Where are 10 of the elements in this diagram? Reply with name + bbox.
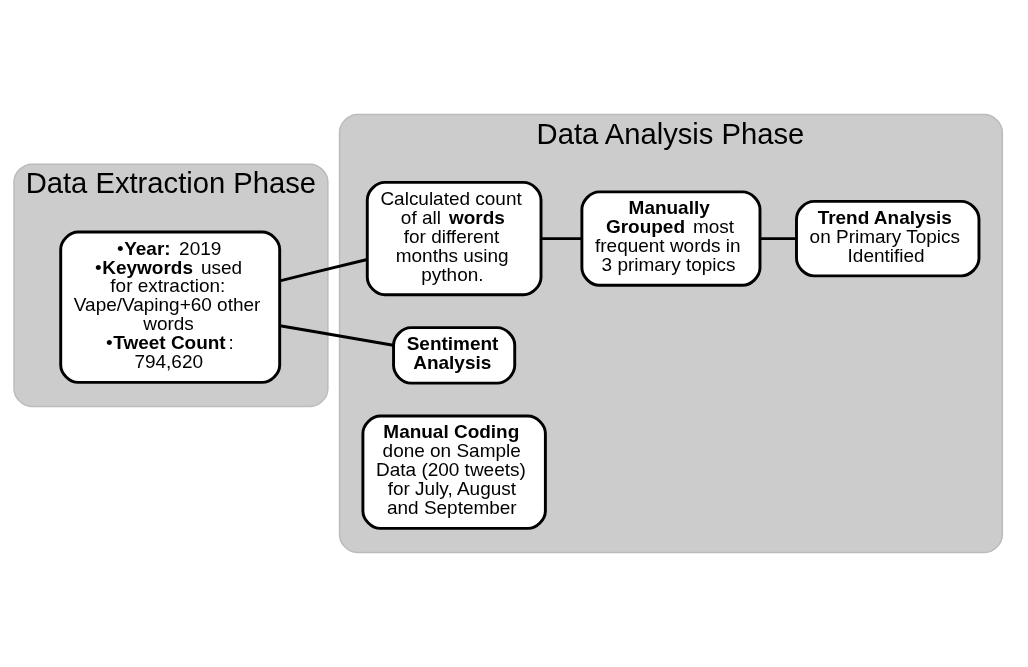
node-box: Sentiment Analysis [392,326,517,385]
connector [541,237,582,241]
connector [279,324,394,347]
connector [760,237,797,241]
node-box: •Year: 2019 •Keywords used for extraction: Vape/Vaping+60 other words •Tweet Count: 794,620 [59,230,282,384]
node-box: Manually Grouped most frequent words in 3 primary topics [580,190,762,287]
node-box: Trend Analysis on Primary Topics Identified [795,199,981,278]
node-box: Manual Coding done on Sample Data (200 tweets) for July, August and September [361,414,547,530]
connector [279,258,368,283]
node-box: Calculated count of all words for different months using python. [365,180,543,297]
